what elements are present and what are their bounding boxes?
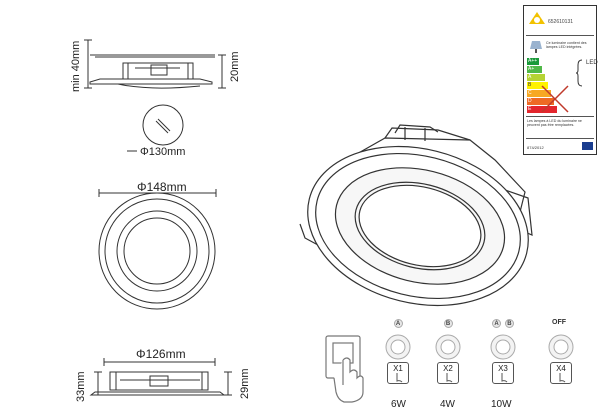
- dim-outer-label: Φ148mm: [137, 180, 187, 194]
- power-10w: 10W: [491, 399, 512, 410]
- led-text: LED: [586, 60, 598, 66]
- indicator-b-icon: B: [443, 319, 453, 328]
- dim-inner-label: Φ126mm: [136, 347, 186, 361]
- class-bar-e: E: [527, 106, 557, 113]
- indicator-a-icon: A: [492, 319, 502, 328]
- indicator-a-icon: A: [393, 319, 403, 328]
- eu-flag-icon: [582, 142, 593, 150]
- dim-29-label: 29mm: [239, 368, 251, 399]
- inner-panel-front: [123, 217, 191, 285]
- switch-x2-button: X2: [437, 362, 459, 384]
- switch-x4-button: X4: [550, 362, 572, 384]
- cutout-circle: [142, 104, 184, 146]
- switch-x3-label: X3: [498, 364, 508, 373]
- power-4w: 4W: [440, 399, 455, 410]
- dim-20-label: 20mm: [229, 51, 241, 82]
- mode-4-off-label: OFF: [552, 319, 566, 326]
- finger-icon: [559, 373, 566, 383]
- switch-x1-label: X1: [393, 364, 403, 373]
- outer-ring-front: [98, 192, 216, 310]
- product-code: 652610131: [548, 19, 574, 25]
- side-flange: [89, 78, 213, 85]
- dim-cutout-label: Φ130mm: [140, 146, 186, 158]
- dim-33-label: 33mm: [75, 371, 87, 402]
- class-bar-d: D: [527, 98, 554, 105]
- mode-2-indicators: B: [439, 319, 457, 328]
- class-bar-a: A: [527, 74, 545, 81]
- lamp-icon: [530, 41, 542, 53]
- class-bar-app: A++: [527, 58, 539, 65]
- energy-label: 652610131 Ce luminaire contient des lamp…: [523, 5, 598, 155]
- cross-mark-icon: [541, 85, 569, 113]
- regulation-number: 874/2012: [527, 145, 544, 150]
- downlight-3d: [299, 124, 533, 307]
- hand-switch-icon: [325, 335, 364, 403]
- dim-min40-label: min 40mm: [70, 40, 82, 92]
- indicator-b-icon: B: [504, 319, 514, 328]
- label-description: Ce luminaire contient des lampes LED int…: [546, 41, 587, 50]
- class-bar-b: B: [527, 82, 548, 89]
- switch-x1-button: X1: [387, 362, 409, 384]
- lamp-logo-icon: [529, 12, 545, 24]
- mode-1-indicators: A: [389, 319, 407, 328]
- mode-3-indicators: A B: [486, 319, 520, 328]
- finger-icon: [446, 373, 453, 383]
- class-bar-c: C: [527, 90, 551, 97]
- finger-icon: [396, 373, 403, 383]
- side-body: [122, 62, 194, 80]
- switch-x2-label: X2: [443, 364, 453, 373]
- class-bar-ap: A+: [527, 66, 542, 73]
- label-note: Les lampes à LED du luminaire ne peuvent…: [527, 119, 582, 128]
- lamp-states: [385, 334, 574, 360]
- power-6w: 6W: [391, 399, 406, 410]
- switch-x3-button: X3: [492, 362, 514, 384]
- bottom-flange: [89, 391, 226, 396]
- bottom-body: [109, 371, 209, 391]
- finger-icon: [501, 373, 508, 383]
- brace-icon: [576, 59, 583, 87]
- switch-x4-label: X4: [556, 364, 566, 373]
